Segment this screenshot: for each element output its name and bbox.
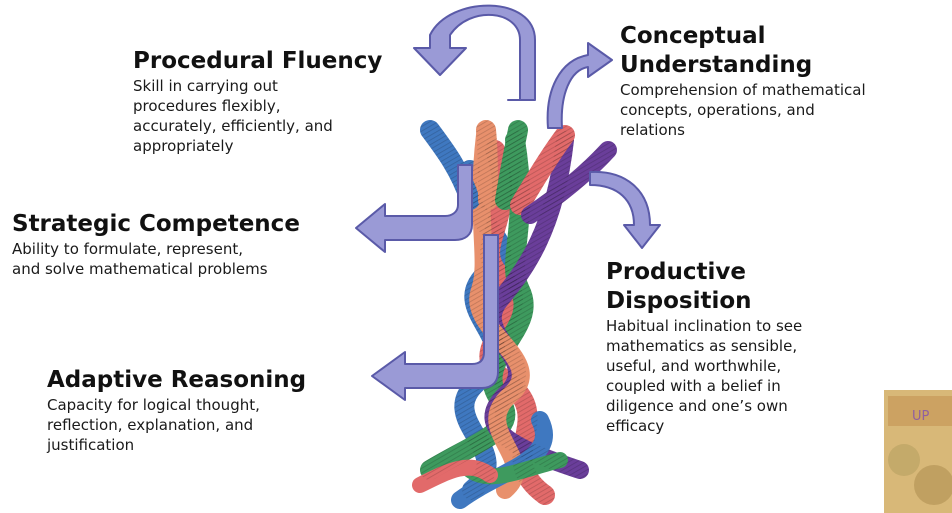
straight-arrow-icon — [355, 164, 473, 253]
straight-arrow-icon — [371, 234, 499, 401]
conceptual-understanding-block: Conceptual Understanding Comprehension o… — [620, 22, 866, 140]
book-cover-image: UP — [884, 390, 952, 513]
procedural-fluency-title: Procedural Fluency — [133, 48, 383, 74]
adaptive-reasoning-description: Capacity for logical thought, reflection… — [47, 396, 260, 454]
procedural-fluency-block: Procedural Fluency Skill in carrying out… — [133, 47, 382, 156]
productive-disposition-title: Productive Disposition — [606, 259, 752, 314]
productive-disposition-description: Habitual inclination to see mathematics … — [606, 317, 803, 435]
strategic-competence-block: Strategic Competence Ability to formulat… — [12, 210, 300, 279]
adaptive-reasoning-title: Adaptive Reasoning — [47, 367, 307, 393]
procedural-fluency-description: Skill in carrying out procedures flexibl… — [133, 77, 333, 155]
strategic-competence-description: Ability to formulate, represent, and sol… — [12, 240, 268, 278]
adaptive-reasoning-block: Adaptive Reasoning Capacity for logical … — [47, 366, 306, 455]
curved-arrow-icon — [413, 4, 536, 101]
curved-arrow-icon — [546, 42, 613, 129]
book-cover-text: UP — [912, 409, 930, 424]
curved-arrow-icon — [589, 170, 661, 249]
productive-disposition-block: Productive Disposition Habitual inclinat… — [606, 258, 802, 436]
braided-rope-image — [412, 120, 617, 509]
conceptual-understanding-description: Comprehension of mathematical concepts, … — [620, 81, 866, 139]
strategic-competence-title: Strategic Competence — [12, 211, 300, 237]
conceptual-understanding-title: Conceptual Understanding — [620, 23, 813, 78]
